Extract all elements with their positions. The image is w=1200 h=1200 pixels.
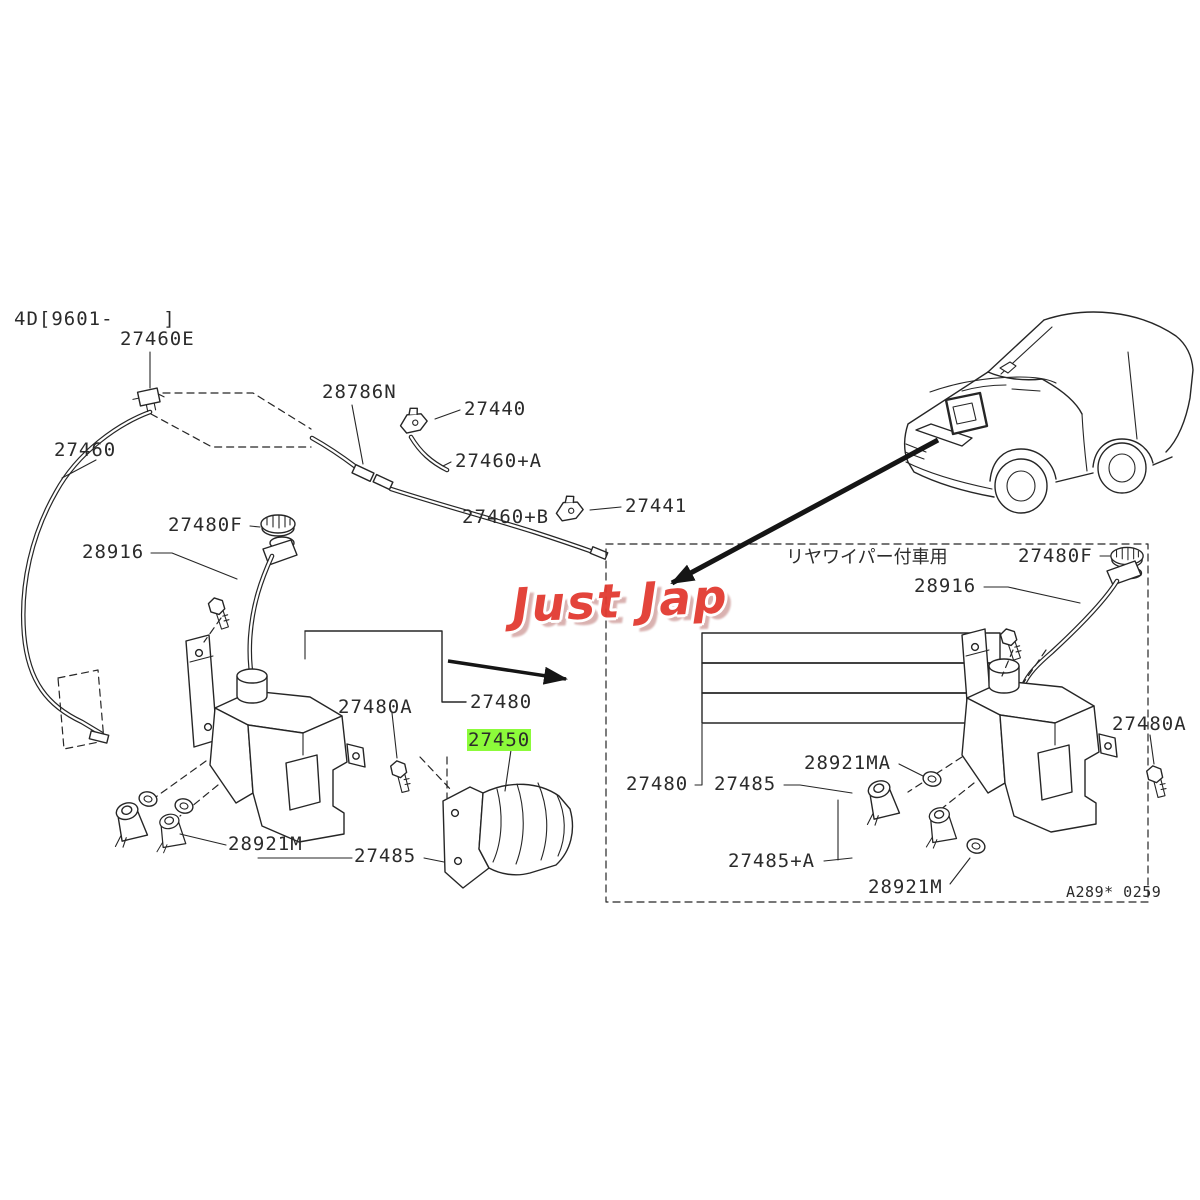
part-label-27460B: 27460+B (462, 506, 550, 528)
pointer-arrow-from-car (670, 437, 940, 586)
filler-neck-28916-right (1020, 560, 1142, 689)
front-wheel (994, 458, 1048, 514)
washer-tank-left (209, 668, 366, 843)
washer-pump-left-1 (102, 799, 150, 851)
grommet-28921MA-right (920, 769, 944, 789)
grommet-28921M-left-1 (172, 796, 196, 816)
nozzle-27440 (397, 405, 430, 435)
part-label-27485-left: 27485 (354, 845, 417, 867)
part-label-27480F-right: 27480F (1018, 545, 1093, 567)
part-label-28921M-right: 28921M (868, 876, 943, 898)
part-label-27480A-left: 27480A (338, 696, 413, 718)
bolt-27480A-right (1137, 762, 1178, 801)
section-title-rear-wiper: リヤワイパー付車用 (786, 547, 948, 568)
filler-neck-28916-left (247, 539, 298, 690)
part-label-27485A-right: 27485+A (728, 850, 816, 872)
grommet-28921M-right (964, 836, 988, 856)
leader-lines-left (61, 351, 622, 863)
callout-box-27480-left (304, 630, 467, 703)
washer-tank-location (944, 391, 989, 436)
bolt-27480A-left (381, 757, 422, 796)
justjap-watermark: Just Jap (510, 569, 730, 634)
diagram-code: A289* 0259 (1066, 883, 1162, 901)
part-label-28921M-left: 28921M (228, 833, 303, 855)
part-label-27480-left: 27480 (470, 691, 533, 713)
rear-wiper-enclosure (605, 543, 1149, 903)
washer-pump-right-1 (854, 777, 902, 829)
part-label-27440: 27440 (464, 398, 527, 420)
washer-pump-left-2 (148, 811, 188, 855)
headlight (915, 423, 973, 447)
part-label-27480F-left: 27480F (168, 514, 243, 536)
hose-connector-28786N (88, 463, 609, 744)
part-label-27450-highlighted: 27450 (467, 729, 532, 751)
nozzle-27441 (554, 493, 585, 522)
part-label-27480-right: 27480 (626, 773, 689, 795)
left-assembly (20, 351, 622, 889)
part-label-27460: 27460 (54, 439, 117, 461)
bolt-strap-left (200, 594, 240, 633)
part-label-27460A: 27460+A (455, 450, 543, 472)
leader-lines-right (694, 555, 1155, 885)
side-mirror (999, 361, 1017, 374)
part-label-28786N: 28786N (322, 381, 397, 403)
nozzle-27460E (132, 387, 165, 413)
callout-boxes-27480-right (701, 632, 1001, 724)
car-illustration (903, 311, 1194, 514)
pointer-arrow-to-variant (447, 659, 568, 685)
bracket-27450 (419, 756, 574, 889)
grommet-28921M-left-2 (136, 789, 160, 809)
header-model-code: 4D[9601- ] (14, 308, 176, 330)
part-label-27480A-right: 27480A (1112, 713, 1187, 735)
right-assembly-rear-wiper (605, 543, 1178, 903)
part-label-27460E: 27460E (120, 328, 195, 350)
washer-cap-27480F-left (260, 514, 296, 537)
part-label-27441: 27441 (625, 495, 688, 517)
part-label-28916-right: 28916 (914, 575, 977, 597)
bolt-strap-right (992, 625, 1032, 664)
part-label-28921MA: 28921MA (804, 752, 892, 774)
washer-hose-27460 (20, 409, 153, 737)
part-label-28916-left: 28916 (82, 541, 145, 563)
washer-pumps-right (907, 649, 1014, 811)
highlight-27450: 27450 (467, 729, 532, 751)
rear-wheel (1097, 442, 1147, 494)
washer-pump-right-2 (917, 804, 959, 851)
washer-hose-sections (309, 434, 599, 556)
part-label-27485-right: 27485 (714, 773, 777, 795)
